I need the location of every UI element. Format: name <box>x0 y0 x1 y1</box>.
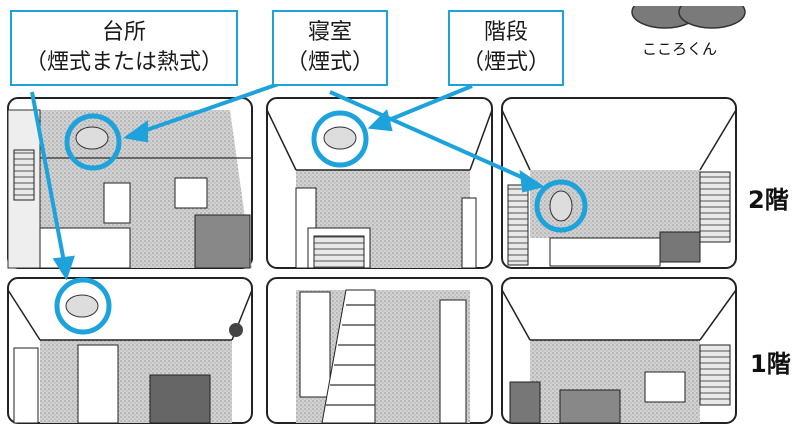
room-living <box>501 277 737 424</box>
room-kitchen-upper <box>7 97 253 269</box>
arrow-stairs <box>383 84 473 124</box>
detector-circle-bedroom <box>311 110 369 168</box>
label-stairs: 階段 （煙式） <box>448 10 564 86</box>
label-stairs-type: （煙式） <box>461 50 550 75</box>
arrow-kitchen-lower <box>30 91 66 263</box>
arrow-bedroom <box>329 90 529 182</box>
arrowhead-kitchen-upper <box>122 120 148 143</box>
room-staircase <box>266 277 493 424</box>
arrowhead-stairs <box>367 109 393 132</box>
arrowhead-kitchen-lower <box>52 255 75 281</box>
room-kitchen-lower <box>7 277 253 424</box>
arrowhead-bedroom <box>519 169 545 193</box>
mascot-name: こころくん <box>642 40 718 58</box>
label-bedroom: 寝室 （煙式） <box>272 10 388 86</box>
label-bedroom-type: （煙式） <box>285 50 374 75</box>
detector-circle-kitchen <box>64 113 122 171</box>
label-kitchen-type: （煙式または熱式） <box>24 50 223 75</box>
floor-label-second: 2階 <box>748 186 789 214</box>
mascot-icon <box>630 0 746 29</box>
arrow-kitchen-upper <box>137 78 291 135</box>
label-bedroom-title: 寝室 <box>307 20 352 45</box>
detector-circle-kitchen-lower <box>54 277 112 335</box>
label-stairs-title: 階段 <box>483 20 528 45</box>
detector-circle-stairs <box>534 179 588 233</box>
label-kitchen: 台所 （煙式または熱式） <box>10 10 238 86</box>
floor-label-first: 1階 <box>750 350 791 378</box>
label-kitchen-title: 台所 <box>101 20 146 45</box>
